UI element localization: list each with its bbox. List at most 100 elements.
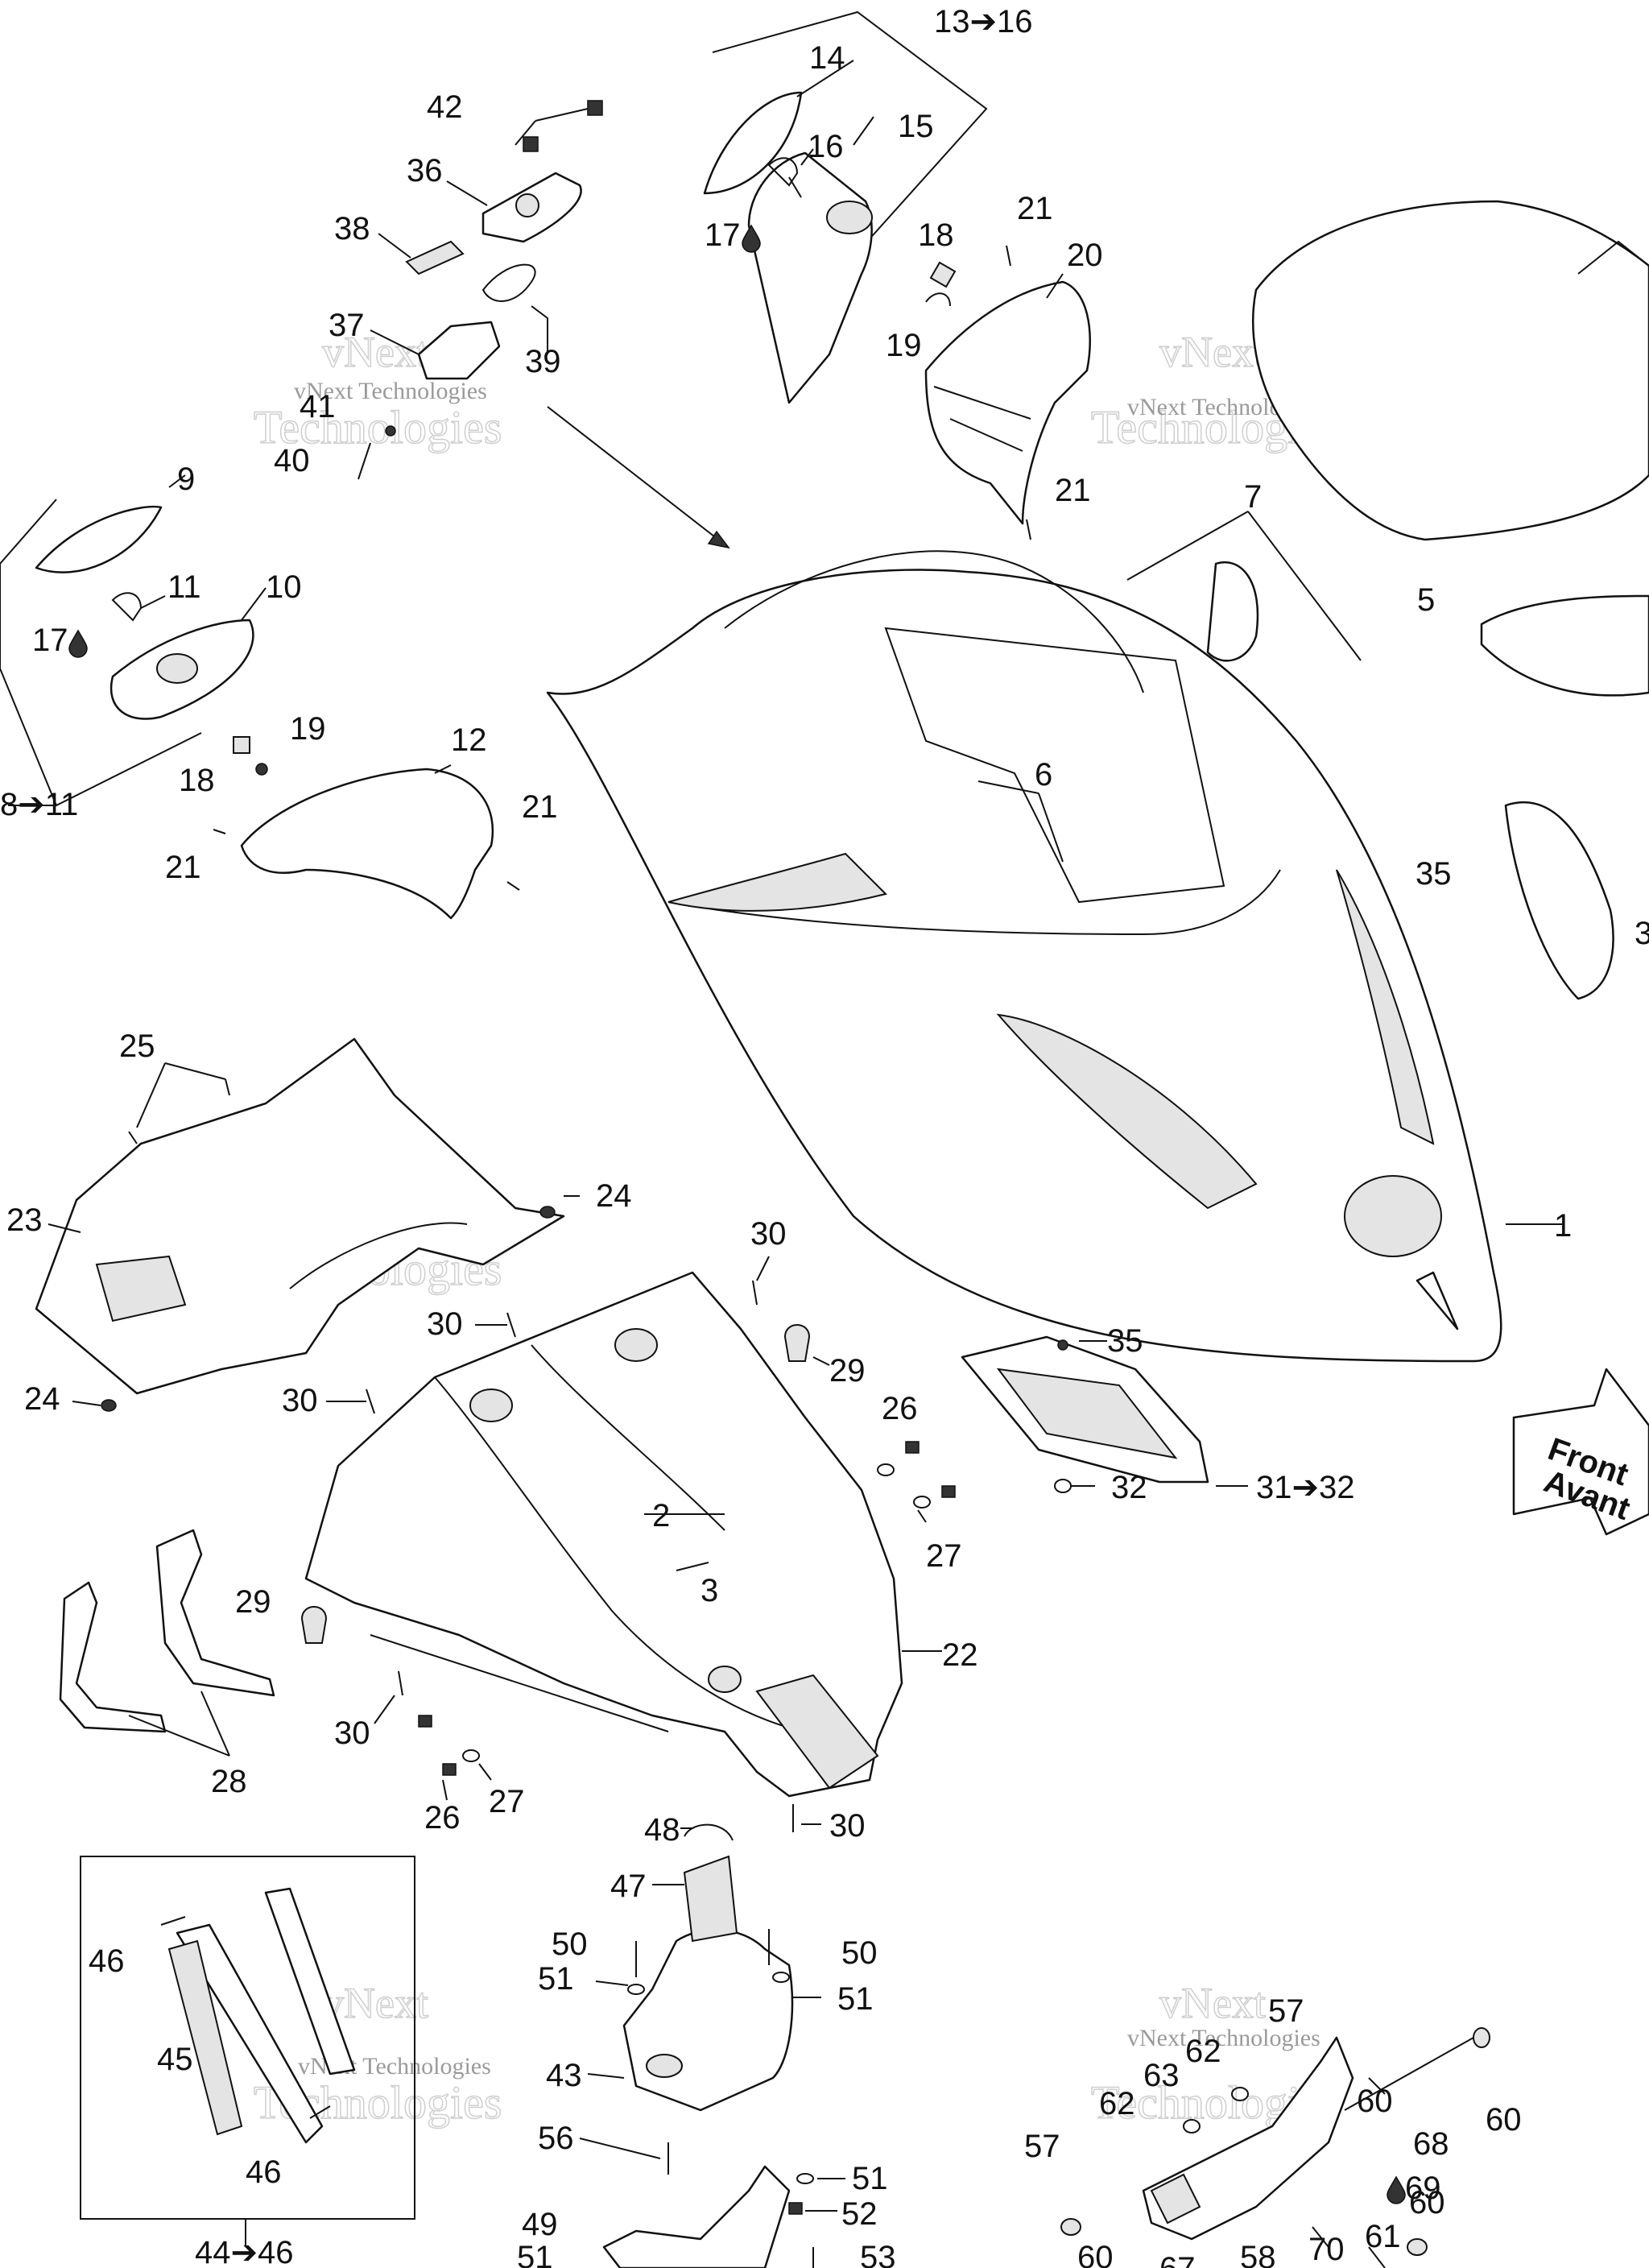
watermark-vnext-text: vNext [322,1979,428,2027]
callout-14: 14 [809,40,845,76]
callout-17-top: 17 [705,217,741,253]
mirror-base-part-15 [747,151,873,404]
callout-60-bottom-left: 60 [1077,2240,1114,2268]
side-panel-vent [95,1255,187,1322]
screw-part-25-a [225,1078,230,1096]
mirror-stud-part-11 [111,592,143,622]
hood-side-flap [667,852,887,912]
arrow-head [707,530,730,549]
callout-61: 61 [1365,2219,1401,2254]
watermark-caption: vNext Technologies [1127,2025,1320,2051]
washer-part-41 [385,425,396,437]
callout-16: 16 [808,129,844,164]
mirror-base-boss-left [156,653,198,684]
callout-46-bottom: 46 [246,2154,282,2190]
mirror-housing-part-20 [924,280,1091,525]
hood-right-horn [1206,561,1259,662]
callout-18-left: 18 [179,763,215,798]
mirror-housing-part-12 [240,768,494,920]
callout-39: 39 [525,344,561,379]
callout-26-bottom: 26 [424,1800,461,1836]
callout-21-left-left: 21 [165,850,201,885]
callout-2: 2 [652,1498,670,1533]
leader-42-b [535,108,589,122]
callout-9: 9 [177,461,195,497]
assembly-arrow-to-hood [547,406,729,548]
screw-part-26-b [941,1485,956,1498]
callout-30-e: 30 [829,1808,866,1844]
leader-28-b [128,1715,230,1757]
nut-part-62 [1231,2087,1249,2101]
front-arrow-shape [1512,1368,1649,1536]
leader-27 [917,1509,927,1523]
screw-part-30-a [752,1280,758,1306]
bracket-hole [646,2054,683,2078]
kit-box-44-46 [80,1856,415,2220]
callout-8-11: 8➔11 [0,787,78,822]
washer-part-60-b [1060,2218,1081,2236]
nut-part-42-a [523,136,539,152]
callout-19-left: 19 [290,711,326,747]
callout-21-top: 21 [1017,191,1053,226]
callout-62-left: 62 [1099,2086,1135,2121]
callout-17-left: 17 [32,623,68,658]
callout-41: 41 [300,389,336,424]
callout-46-top: 46 [89,1943,125,1979]
cable-loop-part-39 [481,263,536,302]
screw-part-26-d [418,1715,432,1728]
callout-29-left: 29 [235,1584,271,1620]
leader-69 [1368,2077,1386,2095]
hood-part-1 [546,550,1502,1363]
oil-drop-icon [1387,2175,1406,2204]
callout-37: 37 [329,308,365,343]
belly-pan-rib-2 [531,1344,725,1531]
screw-part-21-right [506,881,520,891]
mirror-stud-shaft [788,176,802,198]
mirror-glass-part-9 [35,505,163,573]
leader-10 [241,587,267,621]
callout-45: 45 [157,2042,193,2077]
leader-lines [48,60,1562,2212]
callout-62-top: 62 [1185,2034,1221,2069]
leader-36 [446,180,488,206]
callout-60-bottom-right: 60 [1409,2185,1445,2220]
leader-11 [140,595,166,609]
callout-15: 15 [898,109,934,144]
callout-31-32: 31➔32 [1256,1470,1355,1505]
leader-25-b [136,1062,166,1128]
screw-part-26-a [905,1441,920,1454]
callout-30-c: 30 [282,1383,318,1418]
washer-part-63 [1183,2119,1201,2133]
leader-16 [800,148,814,166]
clamp-part-48 [684,1823,734,1841]
leader-23 [48,1223,81,1233]
vent-grille-mesh [996,1368,1178,1459]
callout-3-right: 3 [1635,916,1649,951]
callout-21-mirror-bottom: 21 [1055,473,1091,508]
side-panel-contour [289,1222,468,1289]
leader-9 [168,474,186,488]
callout-13-16: 13➔16 [934,4,1033,39]
leader-7-b [1247,511,1362,661]
boot-part-47 [683,1855,738,1943]
callout-38: 38 [334,211,370,246]
callout-49: 49 [522,2207,558,2242]
mirror-stud-part-16 [767,157,799,187]
screw-part-25-b [128,1131,138,1144]
washer-part-60-a [1473,2027,1490,2048]
leader-7-a [1126,511,1249,581]
callout-51-left: 51 [538,1961,574,1997]
windshield [1252,200,1649,541]
leader-51-a [595,1980,629,1986]
bolt-part-61 [1368,2246,1386,2268]
leader-24-b [72,1401,101,1406]
leader-29-a [812,1356,830,1366]
oil-drop-icon [68,629,88,658]
leader-15 [853,116,874,146]
washer-part-27-c [462,1749,480,1762]
callout-23: 23 [6,1202,43,1238]
grommet-part-24-b [101,1399,117,1412]
callout-69: 69 [1405,2171,1441,2206]
hood-side-vent [1336,869,1435,1145]
